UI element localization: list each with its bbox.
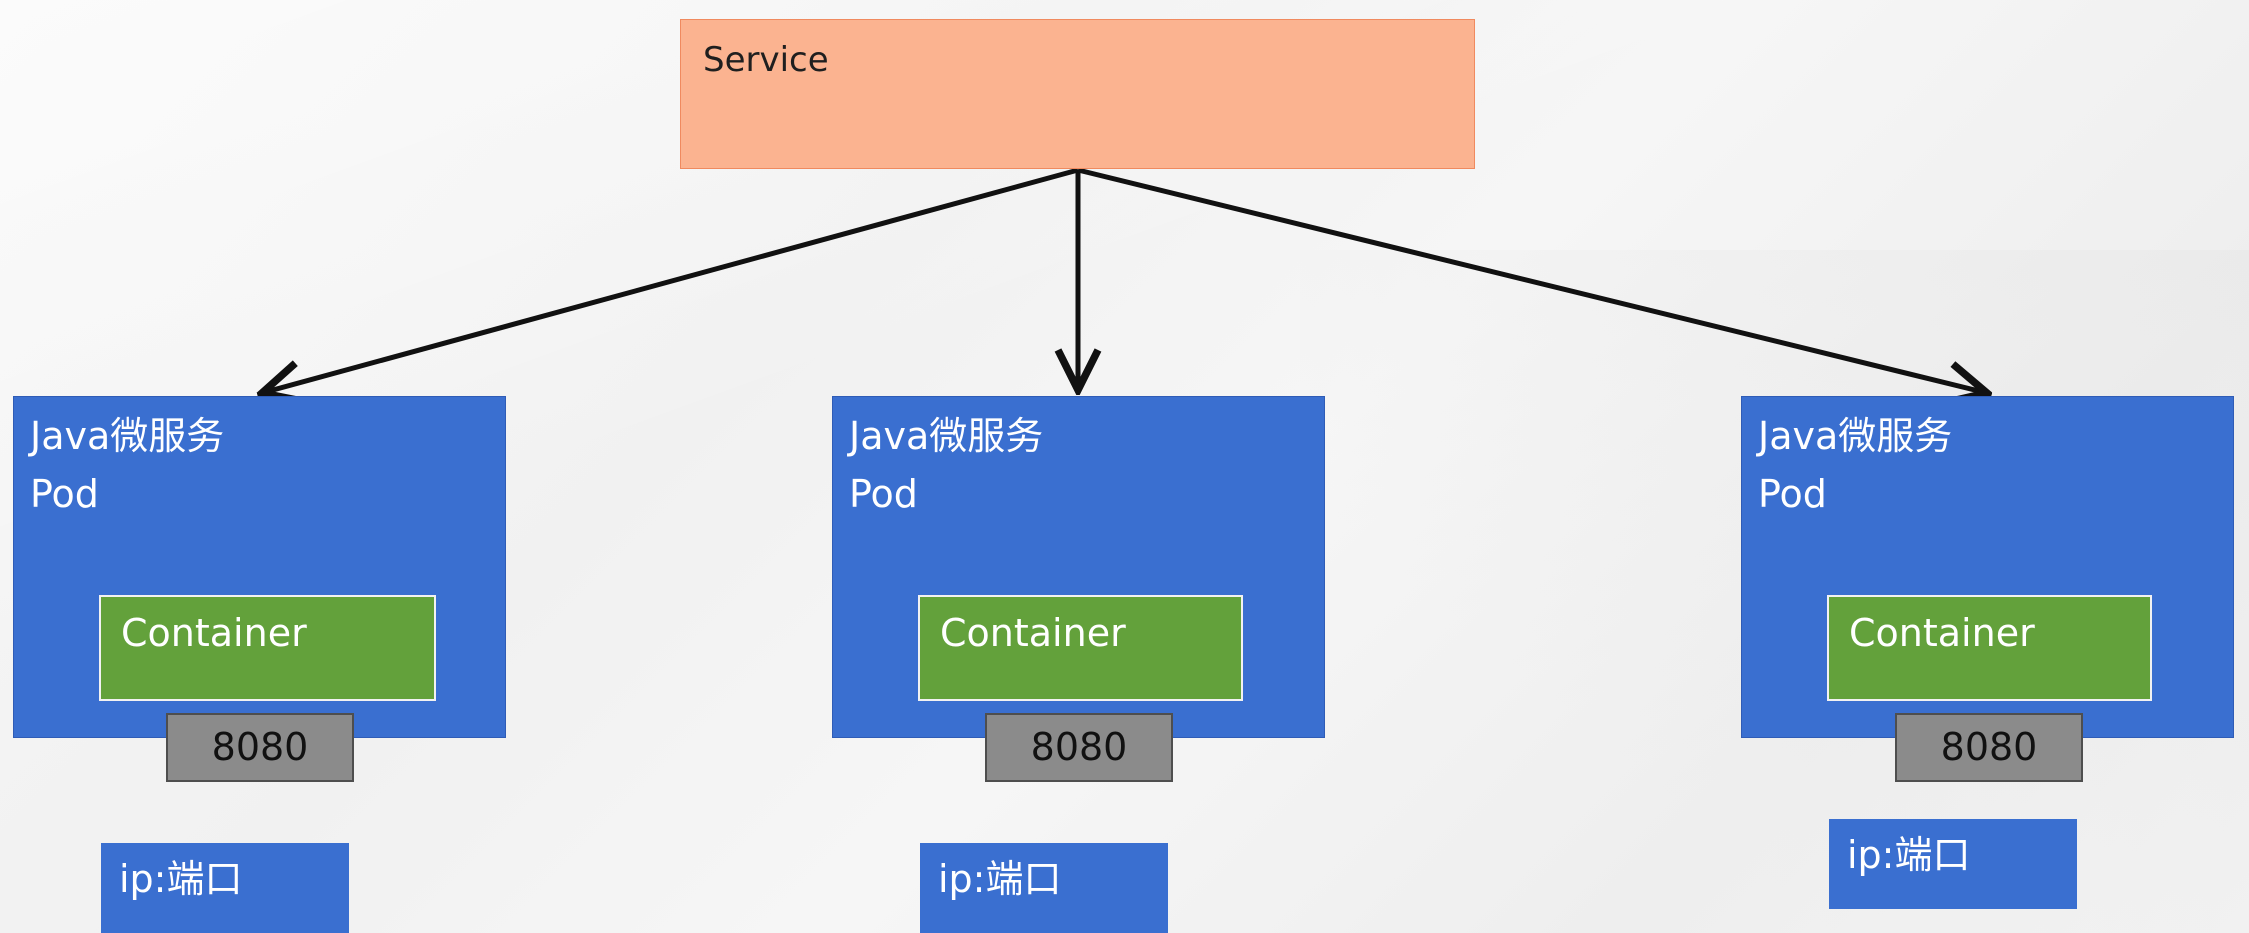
pod-2[interactable]: Java微服务 Pod Container: [832, 396, 1325, 738]
pod-title: Java微服务 Pod: [1758, 407, 1952, 523]
port-badge: 8080: [985, 713, 1173, 782]
ip-port-box: ip:端口: [1829, 819, 2077, 909]
container-box[interactable]: Container: [1827, 595, 2152, 701]
port-badge: 8080: [166, 713, 354, 782]
service-label: Service: [703, 40, 829, 80]
service-box[interactable]: Service: [680, 19, 1475, 169]
pod-label: Pod: [849, 472, 918, 516]
port-badge: 8080: [1895, 713, 2083, 782]
pod-service-name: Java微服务: [1758, 414, 1953, 458]
container-box[interactable]: Container: [99, 595, 436, 701]
pod-service-name: Java微服务: [30, 414, 225, 458]
pod-label: Pod: [1758, 472, 1827, 516]
container-label: Container: [1849, 611, 2035, 655]
arrow-to-pod-3: [1077, 167, 1987, 393]
ip-port-box: ip:端口: [920, 843, 1168, 933]
arrow-to-pod-1: [262, 167, 1079, 393]
container-box[interactable]: Container: [918, 595, 1243, 701]
pod-title: Java微服务 Pod: [30, 407, 224, 523]
container-label: Container: [940, 611, 1126, 655]
pod-title: Java微服务 Pod: [849, 407, 1043, 523]
pod-1[interactable]: Java微服务 Pod Container: [13, 396, 506, 738]
pod-3[interactable]: Java微服务 Pod Container: [1741, 396, 2234, 738]
pod-label: Pod: [30, 472, 99, 516]
container-label: Container: [121, 611, 307, 655]
pod-service-name: Java微服务: [849, 414, 1044, 458]
ip-port-box: ip:端口: [101, 843, 349, 933]
